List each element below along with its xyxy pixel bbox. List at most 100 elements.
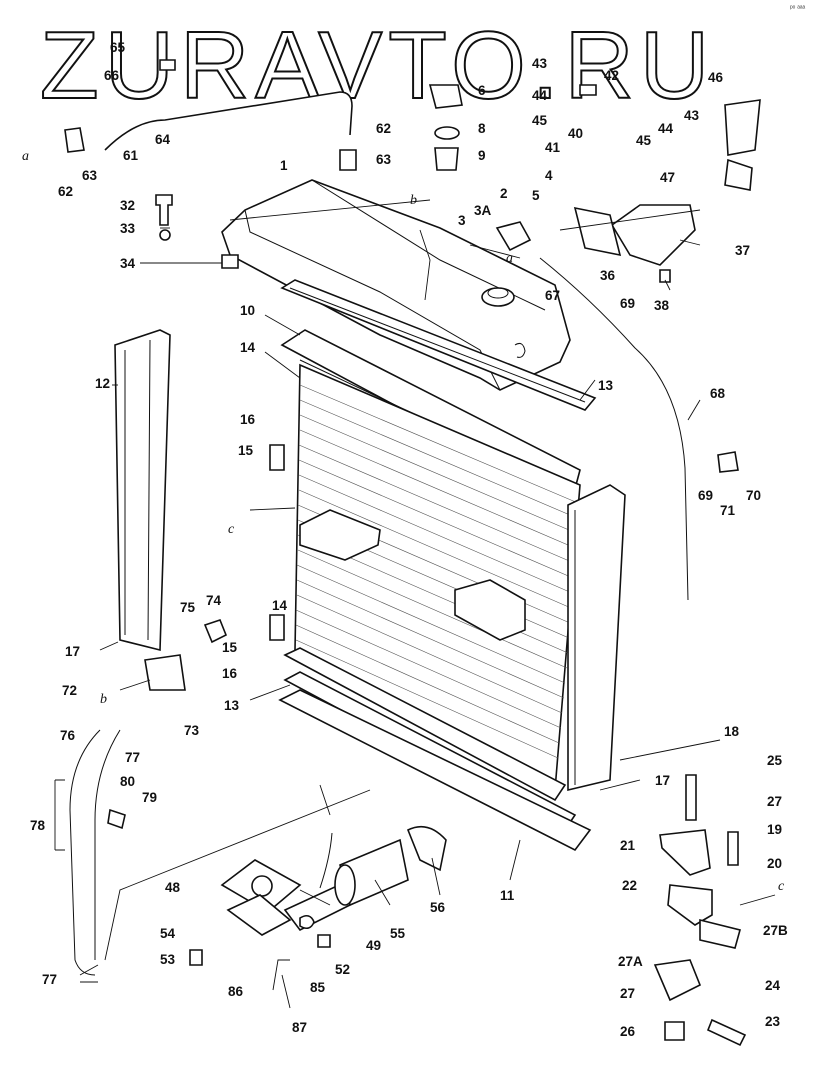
label-27a: 27A	[618, 954, 643, 969]
label-2: 2	[500, 186, 508, 201]
reference-lines	[104, 199, 776, 961]
label-16-upper: 16	[240, 412, 256, 427]
label-15-lower: 15	[222, 640, 238, 655]
label-67: 67	[545, 288, 560, 303]
view-ref-a-right: a	[506, 251, 513, 266]
label-86: 86	[228, 984, 244, 999]
label-80: 80	[120, 774, 135, 789]
label-3a: 3A	[474, 203, 492, 218]
label-18: 18	[724, 724, 740, 739]
label-62-left: 62	[58, 184, 73, 199]
label-68: 68	[710, 386, 726, 401]
label-43-right: 43	[684, 108, 700, 123]
label-14-upper: 14	[240, 340, 256, 355]
label-61: 61	[123, 148, 139, 163]
view-ref-c-right: c	[778, 879, 785, 894]
label-4: 4	[545, 168, 553, 183]
outlet-flange-and-pipe	[220, 832, 409, 936]
label-55: 55	[390, 926, 406, 941]
upper-tank	[221, 179, 571, 391]
corner-mark: ᵖᵒ ᵃᵃᵃ	[790, 5, 805, 12]
label-87: 87	[292, 1020, 307, 1035]
label-76: 76	[60, 728, 76, 743]
label-44-right: 44	[658, 121, 674, 136]
hoses	[69, 91, 761, 976]
label-52: 52	[335, 962, 350, 977]
label-20: 20	[767, 856, 782, 871]
label-62-right: 62	[376, 121, 391, 136]
label-40: 40	[568, 126, 583, 141]
label-13-upper: 13	[598, 378, 614, 393]
label-24: 24	[765, 978, 781, 993]
label-21: 21	[620, 838, 636, 853]
label-17-left: 17	[65, 644, 80, 659]
upper-gasket	[280, 279, 597, 411]
watermark-text: ZURAVTO.RU	[40, 12, 715, 119]
label-46: 46	[708, 70, 724, 85]
label-19: 19	[767, 822, 782, 837]
label-25: 25	[767, 753, 783, 768]
label-14-lower: 14	[272, 598, 288, 613]
label-56: 56	[430, 900, 446, 915]
label-75: 75	[180, 600, 196, 615]
label-77-upper: 77	[125, 750, 140, 765]
label-17-right: 17	[655, 773, 670, 788]
label-9: 9	[478, 148, 486, 163]
mount-brackets	[653, 829, 747, 1047]
label-78: 78	[30, 818, 46, 833]
label-15-upper: 15	[238, 443, 254, 458]
label-54: 54	[160, 926, 176, 941]
label-85: 85	[310, 980, 326, 995]
view-ref-c-left: c	[228, 522, 235, 537]
label-72: 72	[62, 683, 77, 698]
label-77-lower: 77	[42, 972, 57, 987]
label-38: 38	[654, 298, 670, 313]
label-53: 53	[160, 952, 176, 967]
label-33: 33	[120, 221, 136, 236]
label-8: 8	[478, 121, 486, 136]
leader-lines	[54, 227, 721, 1009]
label-1: 1	[280, 158, 288, 173]
left-side-member	[114, 329, 171, 652]
label-10: 10	[240, 303, 255, 318]
label-32: 32	[120, 198, 135, 213]
label-70: 70	[746, 488, 761, 503]
right-side-member	[567, 484, 626, 792]
label-63-right: 63	[376, 152, 392, 167]
label-6: 6	[478, 83, 486, 98]
view-ref-b-top: b	[410, 193, 417, 208]
label-66: 66	[104, 68, 120, 83]
label-13-lower: 13	[224, 698, 240, 713]
view-ref-b-left: b	[100, 692, 107, 707]
label-74: 74	[206, 593, 222, 608]
label-26: 26	[620, 1024, 636, 1039]
label-73: 73	[184, 723, 200, 738]
label-16-lower: 16	[222, 666, 238, 681]
label-37: 37	[735, 243, 750, 258]
label-44-left: 44	[532, 88, 548, 103]
label-45-left: 45	[532, 113, 548, 128]
label-65: 65	[110, 40, 126, 55]
label-49: 49	[366, 938, 381, 953]
label-69-upper: 69	[620, 296, 635, 311]
bottom-header-and-gasket	[278, 647, 592, 852]
label-12: 12	[95, 376, 110, 391]
label-48: 48	[165, 880, 181, 895]
label-47: 47	[660, 170, 675, 185]
label-27-lower: 27	[620, 986, 635, 1001]
label-3: 3	[458, 213, 466, 228]
label-11: 11	[500, 888, 515, 903]
label-43-left: 43	[532, 56, 548, 71]
label-63-left: 63	[82, 168, 98, 183]
view-ref-a-left: a	[22, 149, 29, 164]
label-79: 79	[142, 790, 157, 805]
label-22: 22	[622, 878, 637, 893]
label-23: 23	[765, 1014, 781, 1029]
label-41: 41	[545, 140, 561, 155]
label-69-lower: 69	[698, 488, 713, 503]
label-27-upper: 27	[767, 794, 782, 809]
part-labels: 1 2 3 3A 4 5 6 8 9 10 11 12 13 13 14 14 …	[30, 40, 788, 1039]
fasteners	[64, 59, 753, 966]
label-27b: 27B	[763, 923, 788, 938]
label-71: 71	[720, 503, 736, 518]
